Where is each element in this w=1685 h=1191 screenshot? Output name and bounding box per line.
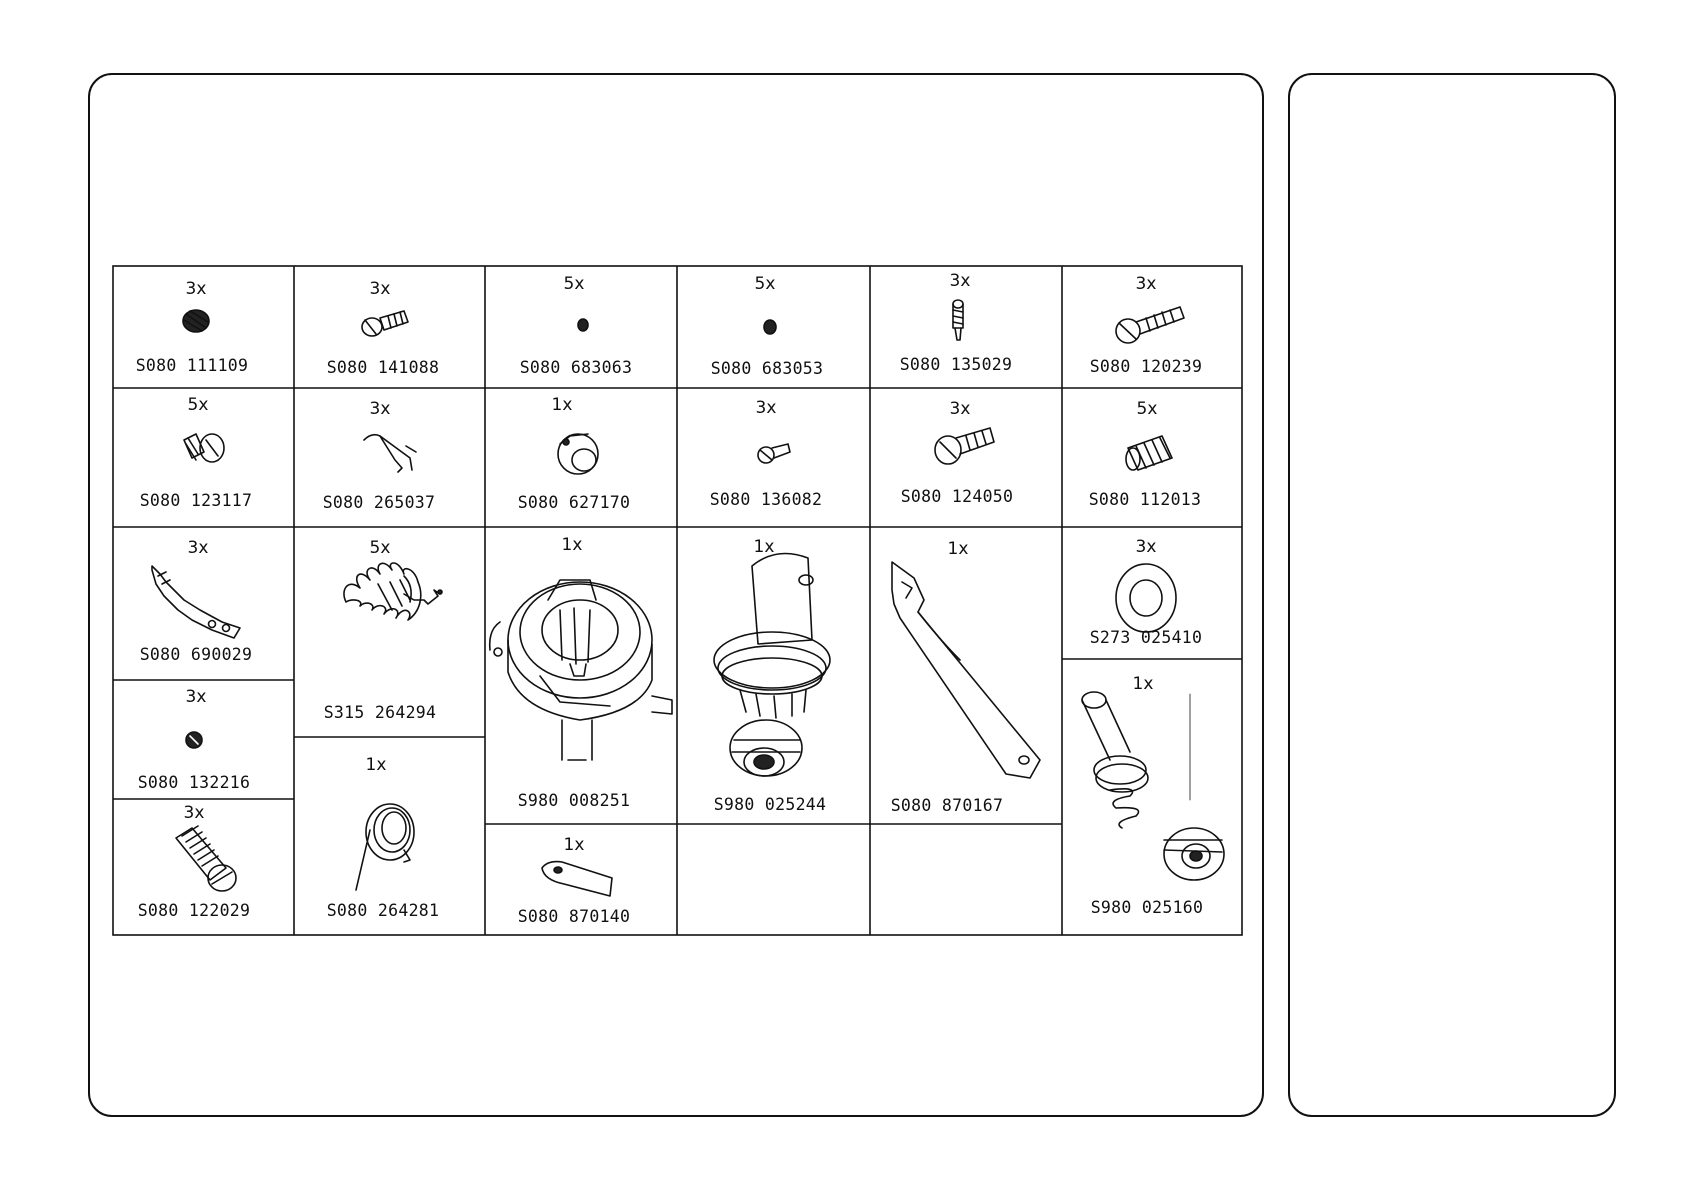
part-cell-7: 5x S080 123117 xyxy=(140,395,253,510)
small-set-screw-icon xyxy=(763,319,777,335)
grub-screw-icon xyxy=(1125,435,1173,471)
part-cell-20: 1x S080 264281 xyxy=(327,755,440,920)
part-number: S080 265037 xyxy=(323,493,436,512)
part-number: S080 123117 xyxy=(140,491,253,510)
quantity-label: 5x xyxy=(755,274,776,294)
slotted-screw-icon xyxy=(183,433,225,463)
thread-trimmer-blade-icon xyxy=(891,561,1041,779)
small-screw-icon xyxy=(757,443,791,464)
tension-stud-assembly-icon xyxy=(1081,691,1225,881)
part-cell-10: 3x S080 136082 xyxy=(710,398,823,509)
part-number: S080 120239 xyxy=(1090,357,1203,376)
part-cell-1: 3x S080 111109 xyxy=(136,279,249,375)
quantity-label: 1x xyxy=(1133,674,1154,694)
quantity-label: 1x xyxy=(366,755,387,775)
coil-spring-icon xyxy=(343,562,443,621)
quantity-label: 5x xyxy=(1137,399,1158,419)
part-cell-17: 1x S080 870167 xyxy=(891,539,1041,815)
slotted-screw-icon xyxy=(934,427,995,465)
part-number: S080 627170 xyxy=(518,493,631,512)
part-cell-13: 3x S080 690029 xyxy=(140,538,253,664)
quantity-label: 1x xyxy=(564,835,585,855)
quantity-label: 5x xyxy=(564,274,585,294)
part-cell-18: 3x S273 025410 xyxy=(1090,537,1203,647)
quantity-label: 3x xyxy=(184,803,205,823)
part-number: S080 124050 xyxy=(901,487,1014,506)
part-number: S980 025244 xyxy=(714,795,827,814)
torsion-spring-icon xyxy=(355,803,415,891)
tension-assembly-icon xyxy=(713,552,831,777)
part-number: S080 870167 xyxy=(891,796,1004,815)
part-cell-9: 1x S080 627170 xyxy=(518,395,631,512)
part-cell-6: 3x S080 120239 xyxy=(1090,274,1203,376)
part-cell-16: 1x S980 025244 xyxy=(713,537,831,814)
part-number: S080 135029 xyxy=(900,355,1013,374)
part-number: S080 141088 xyxy=(327,358,440,377)
long-screw-icon xyxy=(1115,306,1185,344)
quantity-label: 5x xyxy=(188,395,209,415)
part-number: S080 132216 xyxy=(138,773,251,792)
quantity-label: 3x xyxy=(186,687,207,707)
part-cell-8: 3x S080 265037 xyxy=(323,399,436,512)
quantity-label: 1x xyxy=(754,537,775,557)
part-number: S080 136082 xyxy=(710,490,823,509)
part-number: S080 264281 xyxy=(327,901,440,920)
part-number: S080 122029 xyxy=(138,901,251,920)
washer-icon xyxy=(1115,563,1177,633)
set-screw-icon xyxy=(182,309,210,333)
quantity-label: 1x xyxy=(552,395,573,415)
part-number: S080 683053 xyxy=(711,359,824,378)
quantity-label: 3x xyxy=(756,398,777,418)
quantity-label: 3x xyxy=(1136,274,1157,294)
part-number: S080 111109 xyxy=(136,356,249,375)
part-cell-3: 5x S080 683063 xyxy=(520,274,633,377)
quantity-label: 3x xyxy=(950,399,971,419)
quantity-label: 1x xyxy=(562,535,583,555)
rotary-hook-icon xyxy=(488,579,673,761)
quantity-label: 3x xyxy=(950,271,971,291)
part-cell-2: 3x S080 141088 xyxy=(327,279,440,377)
part-cell-19: 3x S080 132216 xyxy=(138,687,251,792)
part-number: S080 690029 xyxy=(140,645,253,664)
part-number: S080 112013 xyxy=(1089,490,1202,509)
grid-lines xyxy=(112,265,1243,936)
shoulder-screw-icon xyxy=(361,310,409,337)
wire-spring-icon xyxy=(363,433,417,473)
quantity-label: 1x xyxy=(948,539,969,559)
small-set-screw-icon xyxy=(577,318,589,332)
small-blade-icon xyxy=(541,860,613,897)
side-info-frame xyxy=(1288,73,1616,1117)
flat-spring-icon xyxy=(151,565,241,639)
part-cell-4: 5x S080 683053 xyxy=(711,274,824,378)
part-cell-11: 3x S080 124050 xyxy=(901,399,1014,506)
part-cell-15: 1x S980 008251 xyxy=(488,535,673,810)
quantity-label: 3x xyxy=(186,279,207,299)
quantity-label: 3x xyxy=(370,399,391,419)
part-cell-23: 1x S080 870140 xyxy=(518,835,631,926)
vertical-screw-icon xyxy=(952,299,964,341)
part-number: S273 025410 xyxy=(1090,628,1203,647)
part-cell-5: 3x S080 135029 xyxy=(900,271,1013,374)
part-number: S080 683063 xyxy=(520,358,633,377)
main-drawing-frame xyxy=(88,73,1264,1117)
part-number: S080 870140 xyxy=(518,907,631,926)
part-cell-22: 1x S980 025160 xyxy=(1081,674,1225,917)
quantity-label: 5x xyxy=(370,538,391,558)
part-cell-21: 3x S080 122029 xyxy=(138,803,251,920)
part-cell-14: 5x S315 264294 xyxy=(324,538,443,722)
part-number: S980 025160 xyxy=(1091,898,1204,917)
part-number: S315 264294 xyxy=(324,703,437,722)
tiny-screw-icon xyxy=(185,731,203,749)
quantity-label: 3x xyxy=(370,279,391,299)
long-slotted-screw-icon xyxy=(175,825,237,892)
eccentric-bushing-icon xyxy=(557,433,599,475)
quantity-label: 3x xyxy=(1136,537,1157,557)
part-number: S980 008251 xyxy=(518,791,631,810)
quantity-label: 3x xyxy=(188,538,209,558)
part-cell-12: 5x S080 112013 xyxy=(1089,399,1202,509)
